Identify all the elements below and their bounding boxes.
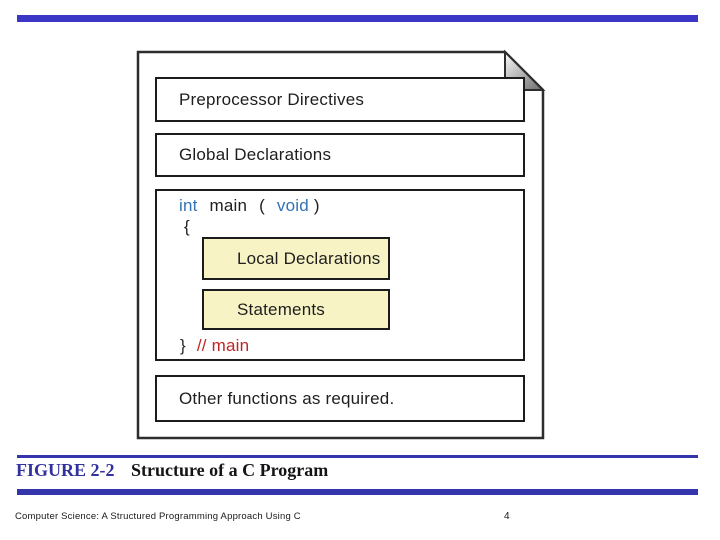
figure-caption: FIGURE 2-2 Structure of a C Program xyxy=(16,460,328,484)
close-brace: } xyxy=(180,336,186,355)
global-declarations-label: Global Declarations xyxy=(179,145,332,164)
main-signature-line: int main ( void ) xyxy=(179,196,320,216)
figure-number-label: FIGURE 2-2 xyxy=(16,460,115,480)
main-function-name: main xyxy=(209,196,248,215)
caption-bottom-rule xyxy=(17,489,698,495)
global-declarations-box: Global Declarations xyxy=(155,133,525,177)
footer-book-title: Computer Science: A Structured Programmi… xyxy=(15,511,301,522)
int-keyword: int xyxy=(179,196,198,215)
footer-page-number: 4 xyxy=(504,511,510,522)
open-brace: { xyxy=(184,217,190,236)
close-paren: ) xyxy=(313,196,320,215)
figure-title: Structure of a C Program xyxy=(131,460,329,480)
preprocessor-directives-box: Preprocessor Directives xyxy=(155,77,525,122)
other-functions-label: Other functions as required. xyxy=(179,388,395,408)
close-brace-line: } // main xyxy=(180,336,249,356)
top-accent-bar xyxy=(17,15,698,22)
other-functions-box: Other functions as required. xyxy=(155,375,525,422)
void-keyword: void xyxy=(276,196,309,215)
caption-top-rule xyxy=(17,455,698,458)
preprocessor-directives-label: Preprocessor Directives xyxy=(179,89,365,109)
open-paren: ( xyxy=(259,196,265,215)
statements-box: Statements xyxy=(202,289,390,330)
statements-label: Statements xyxy=(237,299,325,319)
main-comment: // main xyxy=(196,336,250,355)
local-declarations-box: Local Declarations xyxy=(202,237,390,280)
main-function-box: int main ( void ) { Local Declarations S… xyxy=(155,189,525,361)
local-declarations-label: Local Declarations xyxy=(237,248,381,268)
